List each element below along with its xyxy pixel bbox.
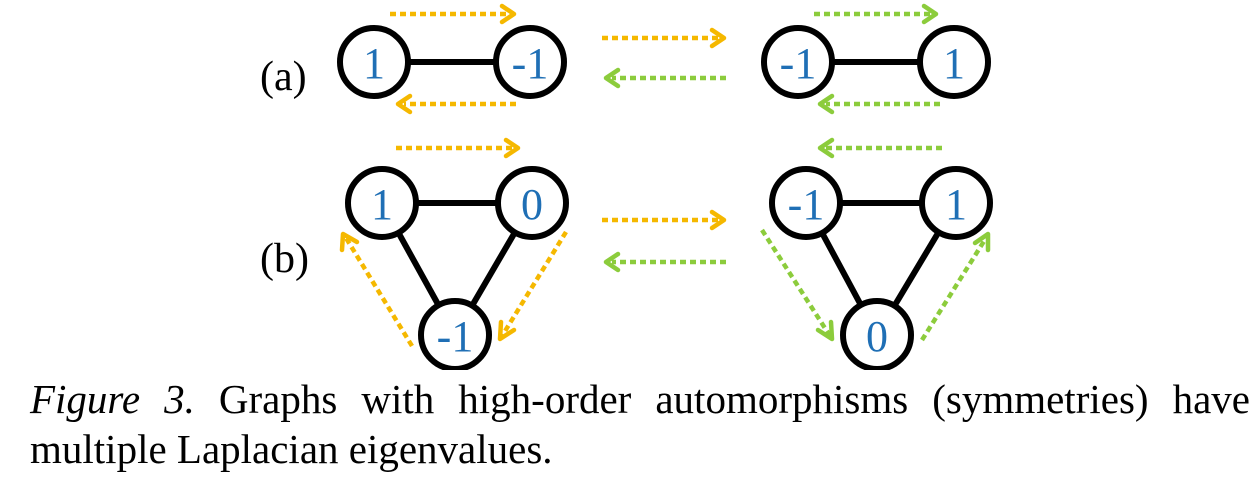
node-a-right-2 — [917, 25, 991, 99]
node-a-right-1 — [761, 25, 835, 99]
figure-caption: Figure 3. Graphs with high-order automor… — [30, 374, 1250, 474]
rotate-arrow-b-left-right — [497, 230, 568, 342]
row-label-a: (a) — [260, 54, 307, 100]
node-b-right-3 — [840, 298, 914, 370]
node-a-left-1 — [337, 25, 411, 99]
swap-arrow-a-right-bottom — [817, 93, 940, 115]
rotate-arrow-b-left-top — [396, 137, 521, 159]
node-label-b-left-1: 1 — [371, 180, 393, 229]
map-arrow-b-forward — [602, 209, 727, 231]
node-label-a-right-1: -1 — [780, 39, 817, 88]
node-b-left-1 — [345, 166, 419, 240]
node-b-right-1 — [769, 166, 843, 240]
node-b-right-2 — [919, 166, 993, 240]
node-label-a-right-2: 1 — [943, 39, 965, 88]
node-label-b-right-3: 0 — [866, 312, 888, 361]
graph-figure: (a) 1 -1 -1 1 (b) 1 0 -1 — [260, 3, 993, 370]
rotate-arrow-b-right-top — [817, 137, 942, 159]
map-arrow-b-backward — [603, 251, 726, 273]
node-label-b-left-2: 0 — [521, 180, 543, 229]
caption-text: Graphs with high-order automorphisms (sy… — [30, 376, 1250, 472]
node-label-b-right-2: 1 — [945, 180, 967, 229]
row-label-b: (b) — [260, 236, 309, 282]
swap-arrow-a-right-top — [814, 3, 939, 25]
rotate-arrow-b-left-left — [339, 231, 414, 348]
node-label-a-left-2: -1 — [512, 39, 549, 88]
swap-arrow-a-left-top — [390, 3, 517, 25]
node-b-left-2 — [495, 166, 569, 240]
map-arrow-a-backward — [603, 67, 726, 89]
node-label-b-right-1: -1 — [788, 180, 825, 229]
node-label-a-left-1: 1 — [363, 39, 385, 88]
node-a-left-2 — [493, 25, 567, 99]
rotate-arrow-b-right-left — [760, 228, 835, 342]
map-arrow-a-forward — [602, 27, 727, 49]
node-b-left-3 — [418, 298, 492, 370]
caption-figure-label: Figure 3. — [30, 376, 195, 422]
swap-arrow-a-left-bottom — [395, 93, 516, 115]
node-label-b-left-3: -1 — [437, 312, 474, 361]
rotate-arrow-b-right-right — [920, 231, 991, 342]
